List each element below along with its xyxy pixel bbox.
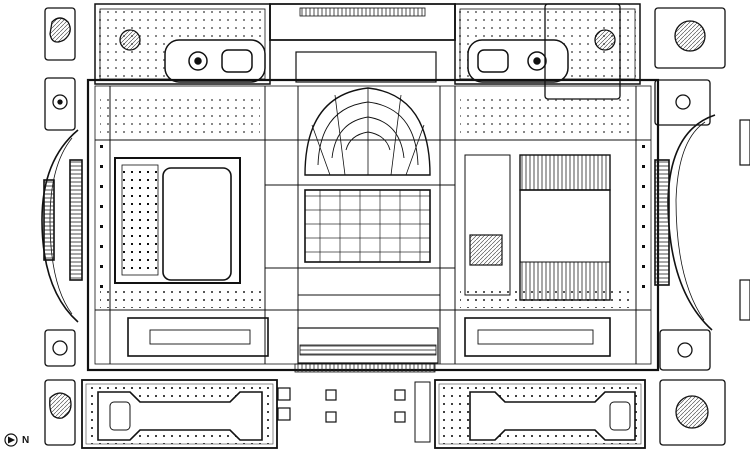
main-building-outline	[86, 3, 660, 372]
internal-walls	[95, 86, 651, 364]
west-entrance-apse	[41, 129, 83, 323]
central-chamber	[304, 87, 431, 263]
columns	[100, 145, 645, 288]
north-label: N	[22, 434, 30, 446]
corner-planters	[44, 3, 726, 446]
east-entrance-apse	[654, 114, 750, 331]
south-gardens	[81, 379, 646, 449]
east-hall	[464, 154, 611, 301]
south-wings	[127, 317, 611, 373]
north-indicator: N	[4, 432, 44, 448]
west-courtyard	[114, 157, 241, 284]
north-arrow-icon	[4, 433, 18, 447]
